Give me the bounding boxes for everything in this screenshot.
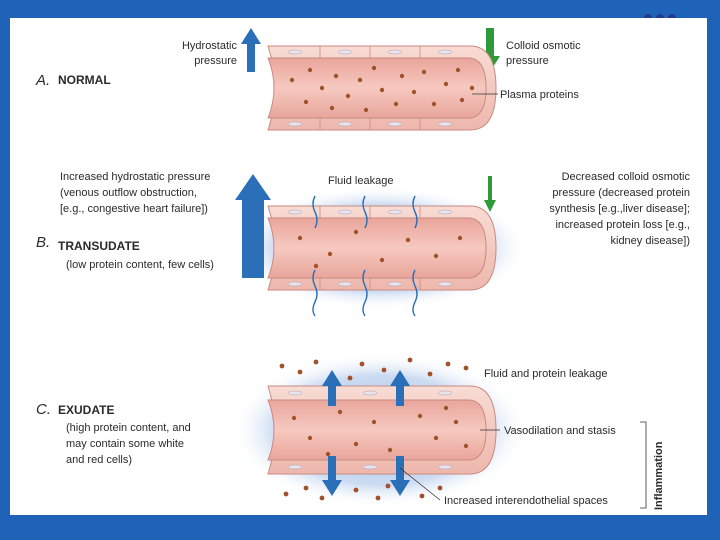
panel-exudate: C. EXUDATE (high protein content, and ma… [36,352,665,510]
hydrostatic-label-2: pressure [194,55,237,67]
panel-c-subtitle-1: (high protein content, and [66,422,191,434]
panel-c-subtitle-2: may contain some white [66,438,184,450]
inflammation-label: Inflammation [653,441,665,510]
transudate-left-label-3: [e.g., congestive heart failure]) [60,203,208,215]
interendothelial-spaces-label: Increased interendothelial spaces [444,495,608,507]
vessel-exudate [267,357,497,501]
leaked-proteins [279,357,469,501]
hydrostatic-up-arrow [241,28,261,72]
panel-a-title: NORMAL [58,73,111,87]
vessel-normal [267,45,497,131]
inflammation-bracket [640,421,647,509]
transudate-left-label-1: Increased hydrostatic pressure [60,171,210,183]
transudate-right-label-1: Decreased colloid osmotic [562,171,691,183]
fluid-leakage-label: Fluid leakage [328,175,393,187]
panel-b-subtitle: (low protein content, few cells) [66,259,214,271]
vasodilation-label: Vasodilation and stasis [504,425,616,437]
panel-a-letter: A. [35,72,50,89]
hydrostatic-label-1: Hydrostatic [182,40,238,52]
transudate-right-label-2: pressure (decreased protein [552,187,690,199]
panel-b-letter: B. [36,234,50,251]
colloid-label-2: pressure [506,55,549,67]
panel-c-letter: C. [36,401,51,418]
fluid-leak-arrows [312,195,418,317]
panel-c-title: EXUDATE [58,403,114,417]
transudate-right-label-3: synthesis [e.g.,liver disease]; [549,203,690,215]
plasma-proteins [289,65,475,113]
small-colloid-down-arrow [484,176,496,212]
transudate-right-label-5: kidney disease]) [611,235,691,247]
panel-normal: A. NORMAL Hydrostatic pressure Colloid o… [35,28,581,131]
edema-diagram: A. NORMAL Hydrostatic pressure Colloid o… [35,28,691,510]
fluid-protein-leakage-label: Fluid and protein leakage [484,368,608,380]
transudate-left-label-2: (venous outflow obstruction, [60,187,197,199]
large-hydrostatic-up-arrow [235,174,271,278]
panel-b-title: TRANSUDATE [58,239,140,253]
colloid-label-1: Colloid osmotic [506,40,581,52]
panel-transudate: Increased hydrostatic pressure (venous o… [36,171,691,317]
panel-c-subtitle-3: and red cells) [66,454,132,466]
plasma-proteins-label: Plasma proteins [500,89,579,101]
exudate-leak-arrows [322,370,410,496]
transudate-right-label-4: increased protein loss [e.g., [555,219,690,231]
vessel-transudate [267,195,497,317]
diagram-sheet: A. NORMAL Hydrostatic pressure Colloid o… [10,18,707,515]
